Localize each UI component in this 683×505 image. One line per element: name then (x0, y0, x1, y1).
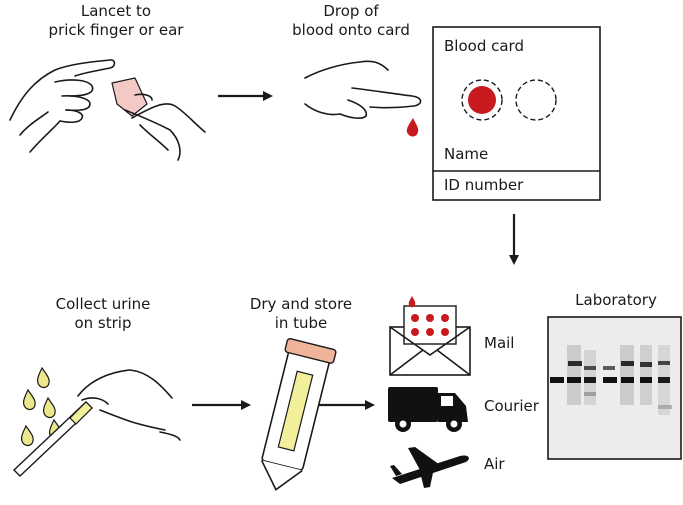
urine-label-line2: on strip (74, 314, 132, 332)
courier-label: Courier (484, 397, 539, 415)
air-label: Air (484, 455, 505, 473)
blood-spot-empty (515, 79, 557, 121)
storage-tube (260, 338, 337, 491)
hands-lancet-illustration (9, 59, 206, 161)
hand-holding-strip (77, 369, 181, 441)
drop-label-line1: Drop of (323, 2, 379, 20)
dry-label-line2: in tube (274, 314, 328, 332)
urine-label: Collect urine on strip (28, 295, 178, 333)
urine-strip (12, 401, 94, 477)
blood-spot-filled (468, 86, 496, 114)
blood-card-id-label: ID number (444, 176, 524, 194)
drop-label-line2: blood onto card (292, 21, 410, 39)
blood-card-name-label: Name (444, 145, 489, 163)
mail-envelope-icon (389, 296, 471, 376)
airplane-icon (390, 447, 469, 488)
lancet-label: Lancet to prick finger or ear (36, 2, 196, 40)
drop-label: Drop of blood onto card (276, 2, 426, 40)
dry-label-line1: Dry and store (249, 295, 353, 313)
courier-van-icon (388, 387, 468, 432)
urine-label-line1: Collect urine (55, 295, 151, 313)
blood-spot-filled-outline (461, 79, 503, 121)
lancet-label-line2: prick finger or ear (48, 21, 184, 39)
hand-blood-drop-illustration (304, 60, 422, 119)
blood-card-title: Blood card (444, 37, 524, 55)
laboratory-gel-image (547, 316, 682, 460)
blood-drop (406, 118, 419, 137)
mail-label: Mail (484, 334, 515, 352)
lancet-label-line1: Lancet to (80, 2, 152, 20)
laboratory-label: Laboratory (575, 291, 657, 309)
dry-label: Dry and store in tube (226, 295, 376, 333)
